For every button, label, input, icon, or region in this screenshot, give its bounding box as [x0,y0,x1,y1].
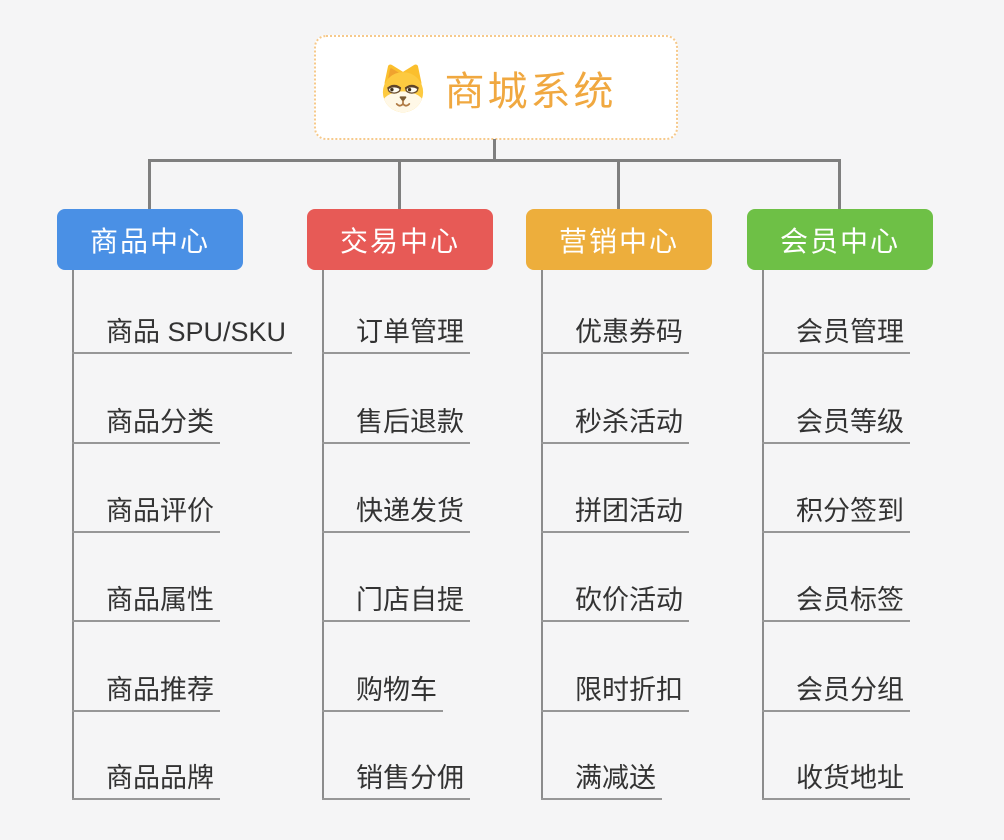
branch-item[interactable]: 收货地址 [762,762,910,800]
branch-item[interactable]: 拼团活动 [541,495,689,533]
branch-connector-line [541,270,543,800]
branch-product-center: 商品中心 商品 SPU/SKU 商品分类 商品评价 商品属性 商品推荐 商品品牌 [57,209,293,800]
branch-node-trade-center[interactable]: 交易中心 [307,209,493,270]
root-node[interactable]: 商城系统 [314,35,678,140]
branch-item[interactable]: 商品评价 [72,495,220,533]
branch-item[interactable]: 销售分佣 [322,762,470,800]
branch-marketing-center: 营销中心 优惠券码 秒杀活动 拼团活动 砍价活动 限时折扣 满减送 [526,209,712,800]
branch-item[interactable]: 限时折扣 [541,674,689,712]
branch-item[interactable]: 商品 SPU/SKU [72,316,293,354]
connector-stub [617,159,620,210]
branch-connector-line [762,270,764,800]
branch-item[interactable]: 商品分类 [72,406,220,444]
branch-item[interactable]: 快递发货 [322,495,470,533]
branch-trade-center: 交易中心 订单管理 售后退款 快递发货 门店自提 购物车 销售分佣 [307,209,493,800]
branch-item[interactable]: 会员等级 [762,406,910,444]
connector-stub [398,159,401,210]
root-title: 商城系统 [444,69,617,114]
branch-item[interactable]: 砍价活动 [541,584,689,622]
branch-item[interactable]: 商品品牌 [72,762,220,800]
branch-item[interactable]: 商品属性 [72,584,220,622]
branch-connector-line [72,270,74,800]
branch-member-center: 会员中心 会员管理 会员等级 积分签到 会员标签 会员分组 收货地址 [747,209,933,800]
branch-connector-line [322,270,324,800]
connector-stub [148,159,151,210]
branch-item[interactable]: 会员管理 [762,316,910,354]
connector-stub [838,159,841,210]
connector-root-stub [493,139,496,161]
branch-node-marketing-center[interactable]: 营销中心 [526,209,712,270]
branch-item[interactable]: 优惠券码 [541,316,689,354]
branch-item[interactable]: 会员标签 [762,584,910,622]
branch-node-product-center[interactable]: 商品中心 [57,209,243,270]
connector-horizontal-bar [148,159,841,162]
branch-item[interactable]: 商品推荐 [72,674,220,712]
branch-item[interactable]: 积分签到 [762,495,910,533]
branch-item[interactable]: 购物车 [322,674,443,712]
branch-item[interactable]: 会员分组 [762,674,910,712]
dog-face-icon [382,64,423,112]
branch-item[interactable]: 订单管理 [322,316,470,354]
branch-node-member-center[interactable]: 会员中心 [747,209,933,270]
branch-item[interactable]: 秒杀活动 [541,406,689,444]
branch-item[interactable]: 门店自提 [322,584,470,622]
branch-item[interactable]: 售后退款 [322,406,470,444]
branch-item[interactable]: 满减送 [541,762,662,800]
